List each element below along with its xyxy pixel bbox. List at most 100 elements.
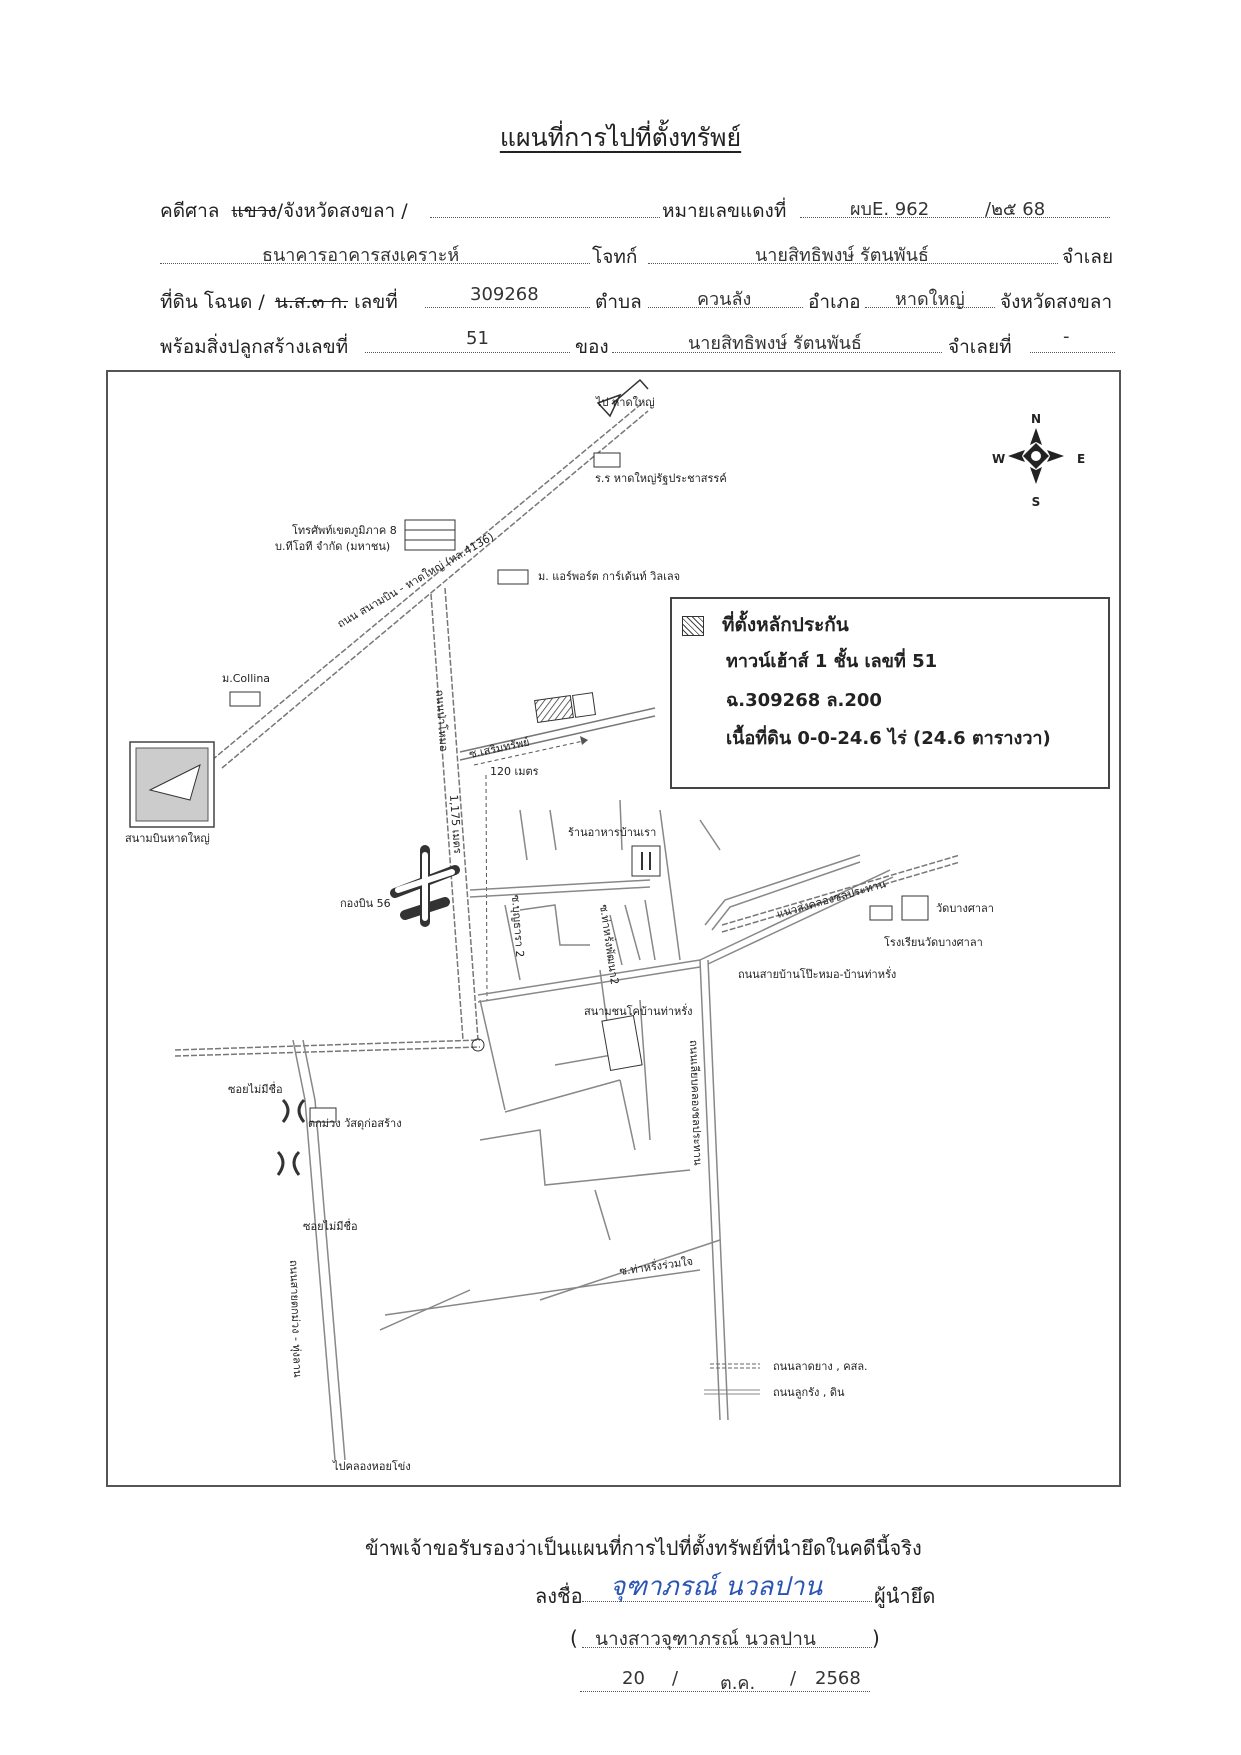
land-struck: น.ส.๓ ก.: [274, 291, 349, 313]
label-telecom-1: โทรศัพท์เขตภูมิภาค 8: [292, 523, 397, 537]
court-label: คดีศาล: [160, 200, 220, 222]
soi-sermsap-road: [459, 707, 656, 761]
sign-label: ลงชื่อ: [535, 1584, 583, 1608]
house-icon: [497, 569, 529, 585]
province-label: จังหวัดสงขลา: [1000, 291, 1113, 313]
red-case-year: /๒๕ 68: [985, 199, 1046, 220]
arrow-north-icon: [596, 393, 622, 418]
date-separator: /: [790, 1668, 797, 1689]
plaintiff-label: โจทก์: [592, 246, 638, 268]
label-wing56: กองบิน 56: [340, 897, 391, 910]
deed-number: 309268: [470, 284, 539, 305]
label-tokmuang: ตกม่วง วัสดุก่อสร้าง: [308, 1117, 402, 1130]
house-icon: [229, 691, 261, 707]
label-airport-garden: ม. แอร์พอร์ต การ์เด้นท์ วิลเลจ: [538, 570, 680, 583]
school-icon: [869, 905, 893, 921]
info-line-2: ทาวน์เฮ้าส์ 1 ชั้น เลขที่ 51: [726, 651, 938, 672]
owner: นายสิทธิพงษ์ รัตนพันธ์: [688, 333, 862, 354]
role-label: ผู้นำยึด: [874, 1584, 936, 1608]
building-label: พร้อมสิ่งปลูกสร้างเลขที่: [160, 336, 349, 358]
owner-label: ของ: [575, 336, 609, 358]
label-restaurant: ร้านอาหารบ้านเรา: [568, 826, 656, 839]
label-school2: โรงเรียนวัดบางศาลา: [884, 935, 983, 949]
building-number: 51: [466, 328, 489, 349]
label-road-tokmuang: ถนนสายตกม่วง - ทุ่งลาน: [287, 1260, 304, 1379]
red-case-prefix: ผบE. 962: [850, 199, 930, 220]
compass-e: E: [1077, 452, 1085, 466]
certification-statement: ข้าพเจ้าขอรับรองว่าเป็นแผนที่การไปที่ตั้…: [365, 1536, 922, 1560]
school-icon: [593, 452, 621, 468]
number-label: เลขที่: [354, 291, 398, 313]
dotted-line: [430, 216, 660, 218]
dotted-line: [580, 1690, 870, 1692]
district-label: อำเภอ: [808, 291, 861, 313]
bridge-icon: [276, 1098, 306, 1176]
label-field: สนามชนโคบ้านท่าหรั่ง: [584, 1003, 693, 1018]
compass-n: N: [1031, 412, 1041, 426]
label-to-hatyai: ไป หาดใหญ่: [595, 396, 655, 409]
court-rest: /จังหวัดสงขลา /: [276, 200, 408, 222]
label-soi-sermsap: ซ.เสริมทรัพย์: [468, 735, 531, 760]
date-day: 20: [622, 1668, 645, 1689]
label-telecom-2: บ.ทีโอที จำกัด (มหาชน): [275, 539, 390, 553]
dotted-line: [648, 306, 803, 308]
field-marker: [601, 1015, 643, 1071]
land-line: ที่ดิน โฉนด / น.ส.๓ ก. เลขที่: [160, 287, 398, 317]
label-soi-nameless-2: ซอยไม่มีชื่อ: [303, 1218, 358, 1233]
court-struck: แขวง: [231, 200, 277, 222]
dotted-line: [425, 306, 590, 308]
compass-icon: [1008, 428, 1064, 484]
red-case-label: หมายเลขแดงที่: [662, 200, 787, 222]
building-icon: [404, 519, 456, 551]
defendant-no: -: [1063, 326, 1070, 347]
label-soi-bunthara: ซ.บุญธารา 2: [509, 894, 526, 958]
map-frame: [106, 370, 1121, 1487]
label-soi-thaerang-ruam: ซ.ท่าหรั่งร่วมใจ: [618, 1253, 693, 1278]
info-line-4: เนื้อที่ดิน 0-0-24.6 ไร่ (24.6 ตารางวา): [726, 728, 1051, 749]
distance-line: [485, 774, 488, 1001]
roundabout-icon: [471, 1038, 485, 1052]
dotted-line: [582, 1646, 872, 1648]
dotted-line: [1030, 351, 1115, 353]
plaintiff: ธนาคารอาคารสงเคราะห์: [262, 245, 460, 266]
local-roads: [379, 799, 894, 1421]
info-line-3: ฉ.309268 ล.200: [726, 690, 882, 711]
temple-icon: [901, 895, 929, 921]
date-separator: /: [672, 1668, 679, 1689]
label-wat: วัดบางศาลา: [936, 902, 994, 915]
label-road-irrigation: ถนนเลียบคลองชลประทาน: [687, 1040, 704, 1167]
dotted-line: [582, 1600, 872, 1602]
dotted-line: [612, 351, 942, 353]
name-close-paren: ): [872, 1626, 880, 1650]
defendant: นายสิทธิพงษ์ รัตนพันธ์: [755, 245, 929, 266]
label-soi-nameless-1: ซอยไม่มีชื่อ: [228, 1081, 283, 1096]
tokmuang-road: [292, 1039, 346, 1461]
signature: จุฑาภรณ์ นวลปาน: [610, 1572, 823, 1602]
cross-road: [174, 1039, 481, 1057]
name-open-paren: (: [570, 1626, 578, 1650]
info-title: ที่ตั้งหลักประกัน: [682, 610, 849, 640]
label-dist-120: 120 เมตร: [490, 765, 539, 778]
dotted-line: [865, 306, 995, 308]
court-line: คดีศาล แขวง/จังหวัดสงขลา /: [160, 196, 408, 226]
land-label: ที่ดิน โฉนด /: [160, 291, 265, 313]
compass-s: S: [1032, 495, 1041, 509]
defendant-no-label: จำเลยที่: [948, 336, 1012, 358]
label-dist-1175: 1,175 เมตร: [447, 794, 464, 854]
district: หาดใหญ่: [895, 289, 965, 310]
restaurant-icon: [631, 845, 661, 877]
collateral-info-box: ที่ตั้งหลักประกัน ทาวน์เฮ้าส์ 1 ชั้น เลข…: [670, 597, 1110, 789]
label-road-sai: ถนนสายบ้านโป๊ะหมอ-บ้านท่าหรั่ง: [738, 966, 896, 981]
dotted-line: [648, 262, 1058, 264]
date-year: 2568: [815, 1668, 861, 1689]
main-road: [211, 404, 649, 769]
hatch-legend-icon: [682, 615, 704, 636]
dotted-line: [800, 216, 1110, 218]
subdistrict-label: ตำบล: [595, 291, 642, 313]
label-collina: ม.Collina: [222, 672, 270, 685]
pamok-road: [430, 587, 479, 1041]
legend-gravel: ถนนลูกรัง , ดิน: [773, 1386, 845, 1399]
collateral-marker: [534, 695, 574, 723]
legend-paved: ถนนลาดยาง , คสล.: [773, 1360, 868, 1373]
